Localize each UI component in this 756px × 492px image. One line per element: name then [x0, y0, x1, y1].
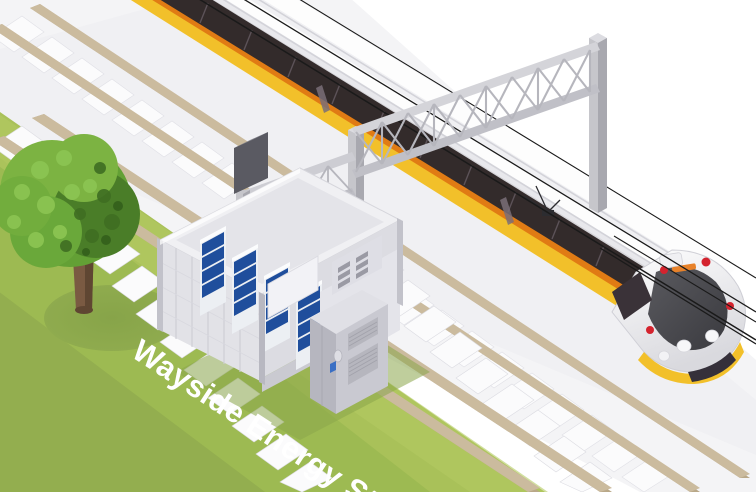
insulator-block [234, 132, 268, 194]
electric-train [130, 0, 746, 384]
roof-ridges [222, 0, 717, 297]
container-roof-inner [176, 178, 384, 284]
tree-canopy [0, 134, 140, 268]
train-skirt [130, 0, 700, 352]
marker-light-upper-right [701, 257, 711, 267]
mast-right [589, 33, 607, 213]
headlight-left [676, 339, 692, 353]
tree [0, 134, 140, 314]
container-inset-panel [267, 255, 319, 319]
control-panel [332, 235, 382, 295]
truss-diagonals [355, 49, 592, 173]
catenary-wires [199, 0, 756, 345]
train-stripe-orange [152, 0, 702, 340]
cabinet-louvers-lower [348, 343, 378, 385]
headlight-aux [658, 350, 670, 362]
train-window-band [160, 0, 700, 326]
battery-rack [232, 244, 258, 334]
car-gaps [316, 85, 514, 225]
energy-storage-container [157, 167, 430, 440]
cabinet-louvers-upper [348, 317, 378, 351]
train-nose [611, 249, 746, 384]
marker-light-low-left [646, 326, 654, 334]
headlight-right [705, 329, 719, 343]
cabinet-handle [333, 349, 343, 363]
roof-highlight [160, 168, 300, 245]
truss-top-chord [352, 42, 600, 136]
electrical-cabinet [310, 290, 388, 414]
battery-rack [200, 226, 226, 316]
cabinet-lock-indicator [330, 361, 336, 373]
marker-light-upper-left [660, 266, 668, 274]
container-corner-posts [157, 218, 403, 385]
